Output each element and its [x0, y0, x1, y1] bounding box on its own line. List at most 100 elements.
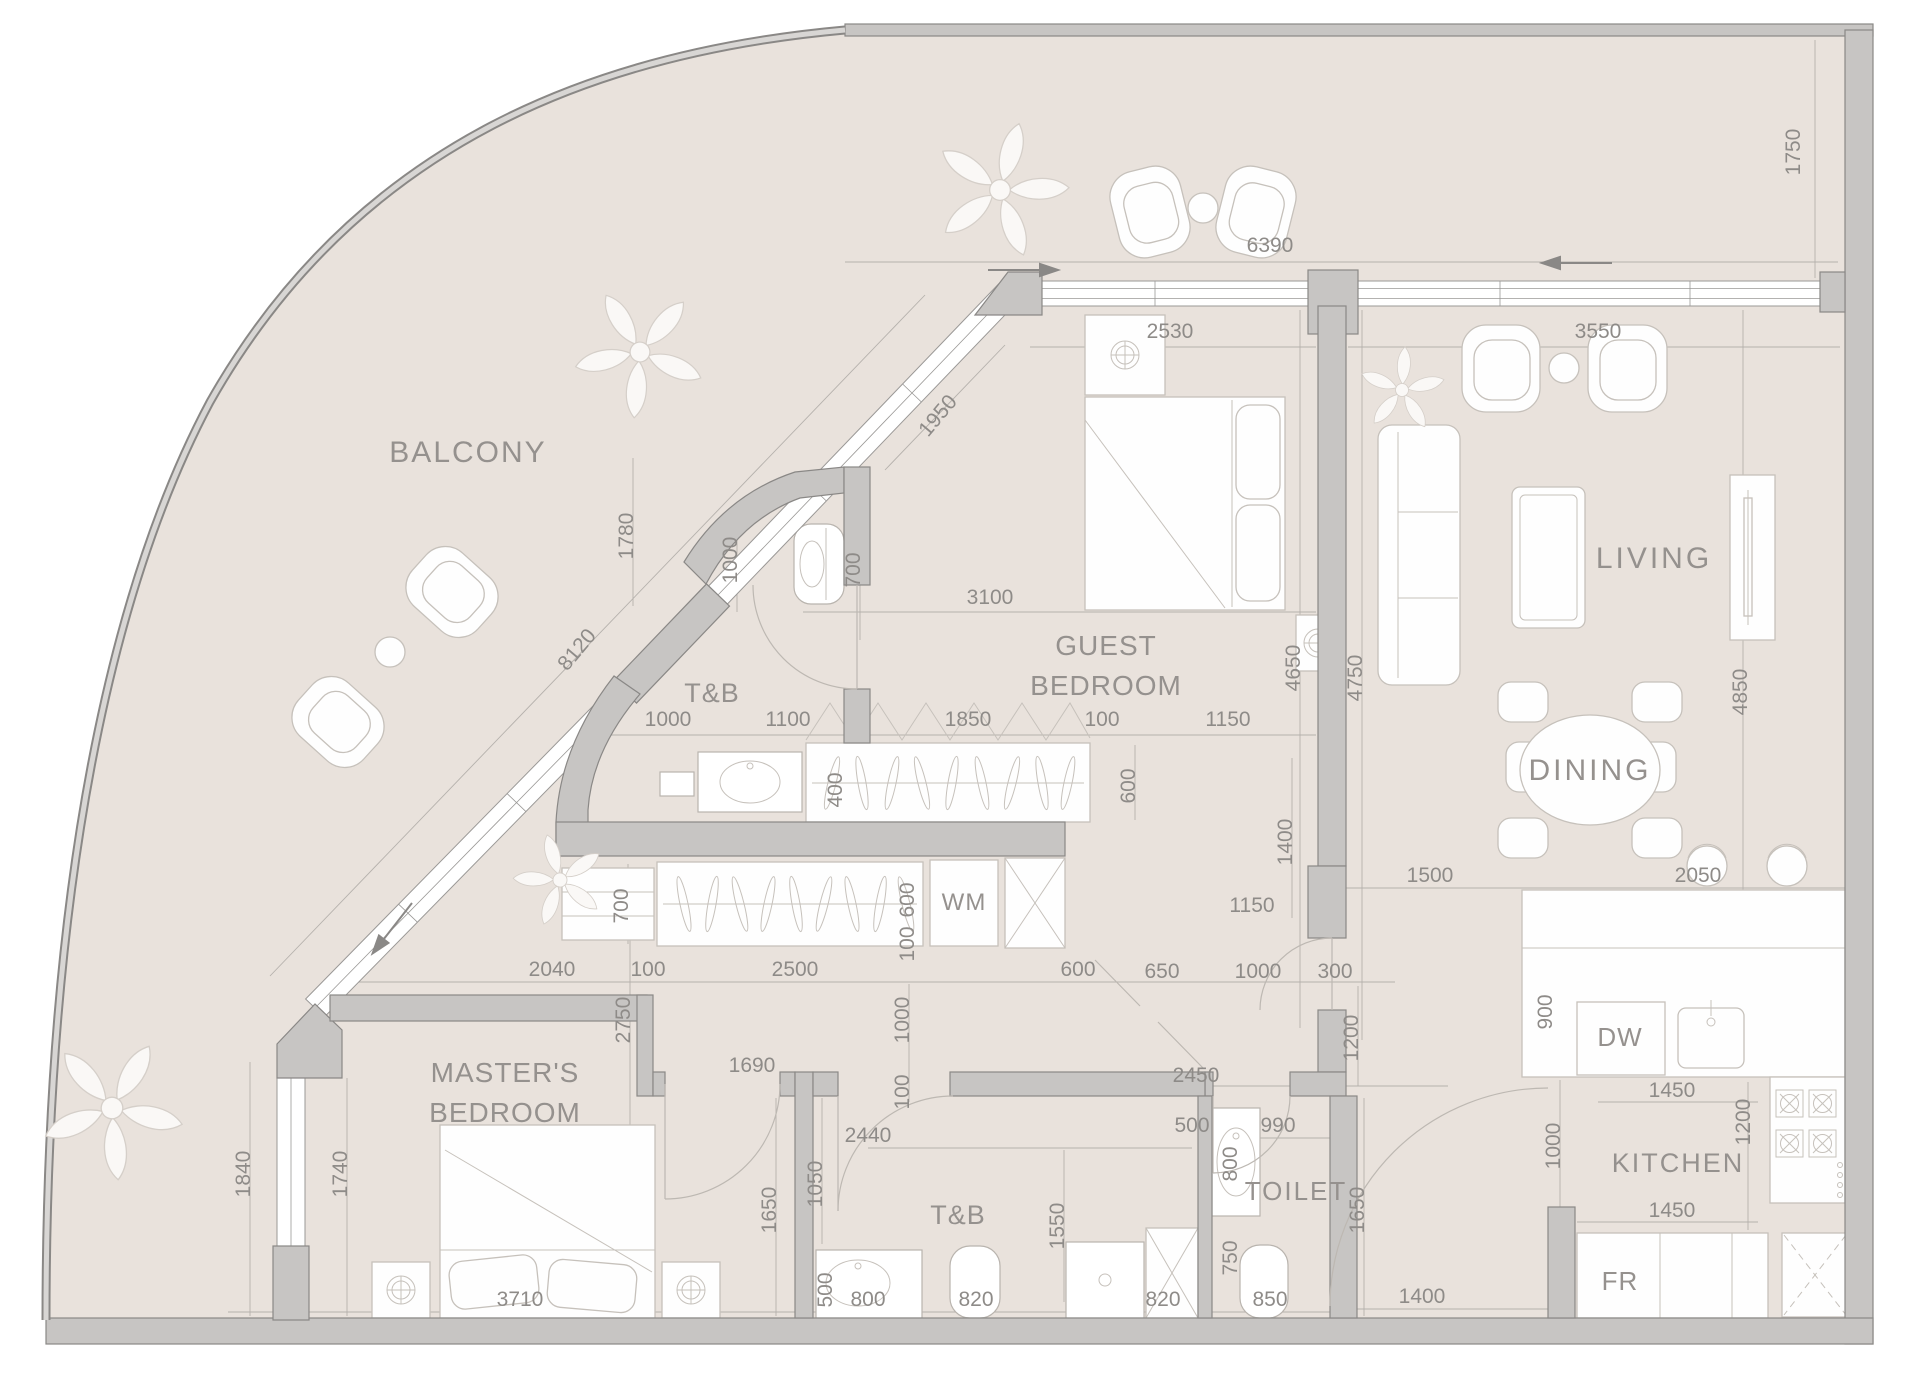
room-label-kitchen: KITCHEN — [1612, 1148, 1745, 1178]
dimension-label-49: 820 — [958, 1288, 993, 1311]
balcony-chair — [405, 545, 499, 639]
dimension-label-19: 4750 — [1344, 655, 1367, 702]
dimension-label-8: 1780 — [615, 513, 638, 560]
dimension-label-6: 700 — [842, 552, 865, 587]
dimension-label-38: 100 — [891, 1074, 914, 1109]
balcony-chair — [1109, 165, 1191, 259]
dresser — [561, 867, 655, 941]
bathroom-sink — [659, 751, 803, 813]
living-armchair — [1587, 324, 1668, 413]
dimension-label-62: 1450 — [1649, 1199, 1696, 1222]
dimension-label-33: 2050 — [1675, 864, 1722, 887]
balcony-side-table — [374, 636, 406, 668]
dimension-label-43: 1650 — [758, 1187, 781, 1234]
dimension-label-56: 850 — [1252, 1288, 1287, 1311]
room-label-wm: WM — [942, 889, 987, 916]
room-label-dw: DW — [1597, 1022, 1642, 1052]
dimension-label-2: 2530 — [1147, 320, 1194, 343]
dimension-label-39: 2450 — [1173, 1064, 1220, 1087]
master-bed — [439, 1124, 656, 1319]
dimension-label-51: 1550 — [1046, 1203, 1069, 1250]
washbasin — [1211, 1107, 1261, 1217]
dimension-label-23: 600 — [896, 882, 919, 917]
dimension-label-37: 1690 — [729, 1054, 776, 1077]
dimension-label-0: 6390 — [1247, 234, 1294, 257]
dimension-label-25: 2040 — [529, 958, 576, 981]
dimension-label-11: 1100 — [765, 708, 810, 731]
tv-console — [1729, 474, 1776, 641]
coffee-table-inner — [1519, 494, 1578, 621]
walls — [41, 23, 1874, 1345]
coffee-table — [1511, 486, 1586, 629]
balcony-chair — [291, 675, 385, 769]
fridge-cabinet — [1576, 1232, 1769, 1319]
stove — [1769, 1076, 1846, 1204]
dimension-label-18: 4650 — [1282, 645, 1305, 692]
dimension-label-50: 820 — [1145, 1288, 1180, 1311]
dimension-label-16: 600 — [1117, 768, 1140, 803]
dining-set — [1497, 681, 1683, 859]
dimension-label-12: 1850 — [945, 708, 992, 731]
dimension-label-52: 500 — [1174, 1114, 1209, 1137]
dimension-label-1: 1750 — [1782, 129, 1805, 176]
dimension-label-57: 1650 — [1346, 1187, 1369, 1234]
slide-arrows — [370, 255, 1612, 956]
dimension-label-29: 650 — [1144, 960, 1179, 983]
dimension-label-40: 1200 — [1340, 1015, 1363, 1062]
shower — [1065, 1241, 1145, 1319]
dimension-label-20: 4850 — [1729, 669, 1752, 716]
shaft-box — [1004, 857, 1066, 949]
bathroom-sink — [815, 1249, 923, 1319]
washing-machine — [929, 859, 999, 947]
room-label-toilet: TOILET — [1245, 1176, 1348, 1206]
room-label-living: LIVING — [1596, 542, 1712, 575]
arrow-right-icon — [988, 262, 1062, 278]
dimension-label-42: 1050 — [804, 1161, 827, 1208]
dimension-label-9: 1000 — [719, 537, 742, 584]
dimension-label-14: 1150 — [1205, 708, 1250, 731]
kitchen-counter — [1521, 889, 1846, 1078]
lamp-icon — [1110, 340, 1140, 370]
dimension-label-30: 1000 — [1235, 960, 1282, 983]
dimension-label-13: 100 — [1084, 708, 1119, 731]
dimension-label-46: 3710 — [497, 1288, 544, 1311]
dimension-label-27: 2500 — [772, 958, 819, 981]
dimension-label-53: 990 — [1260, 1114, 1295, 1137]
dimension-label-48: 800 — [850, 1288, 885, 1311]
toilet-fixture — [793, 523, 845, 605]
kitchen-sink — [1677, 1007, 1745, 1069]
living-side-table — [1548, 352, 1580, 384]
balcony-chair — [1215, 165, 1297, 259]
master-closet — [656, 861, 924, 947]
dimension-label-7: 3100 — [967, 586, 1014, 609]
dimension-label-26: 100 — [630, 958, 665, 981]
dimension-label-24: 100 — [896, 926, 919, 961]
dimension-label-28: 600 — [1060, 958, 1095, 981]
shaft-box — [1781, 1232, 1849, 1318]
bar-stool — [1766, 843, 1808, 887]
lamp-icon — [676, 1275, 706, 1305]
lamp-icon — [386, 1275, 416, 1305]
dimension-label-44: 1840 — [232, 1151, 255, 1198]
dimension-label-54: 800 — [1219, 1146, 1242, 1181]
dimension-label-59: 1450 — [1649, 1079, 1696, 1102]
dimension-label-3: 3550 — [1575, 320, 1622, 343]
doors — [664, 584, 1549, 1307]
arrow-left-icon — [1538, 255, 1612, 271]
bar-stool — [1686, 843, 1728, 887]
dimension-label-61: 1000 — [1542, 1123, 1565, 1170]
living-sofa — [1377, 424, 1461, 686]
dimension-label-32: 1500 — [1407, 864, 1454, 887]
dimension-label-35: 2750 — [612, 997, 635, 1044]
dimension-label-58: 1400 — [1399, 1285, 1446, 1308]
dimension-label-60: 1200 — [1732, 1099, 1755, 1146]
dimension-label-31: 300 — [1317, 960, 1352, 983]
furniture — [291, 165, 1849, 1319]
room-label-tb-guest: T&B — [684, 678, 740, 708]
dimension-label-22: 700 — [610, 888, 633, 923]
room-label-balcony: BALCONY — [389, 436, 546, 469]
dimension-label-36: 1000 — [891, 997, 914, 1044]
